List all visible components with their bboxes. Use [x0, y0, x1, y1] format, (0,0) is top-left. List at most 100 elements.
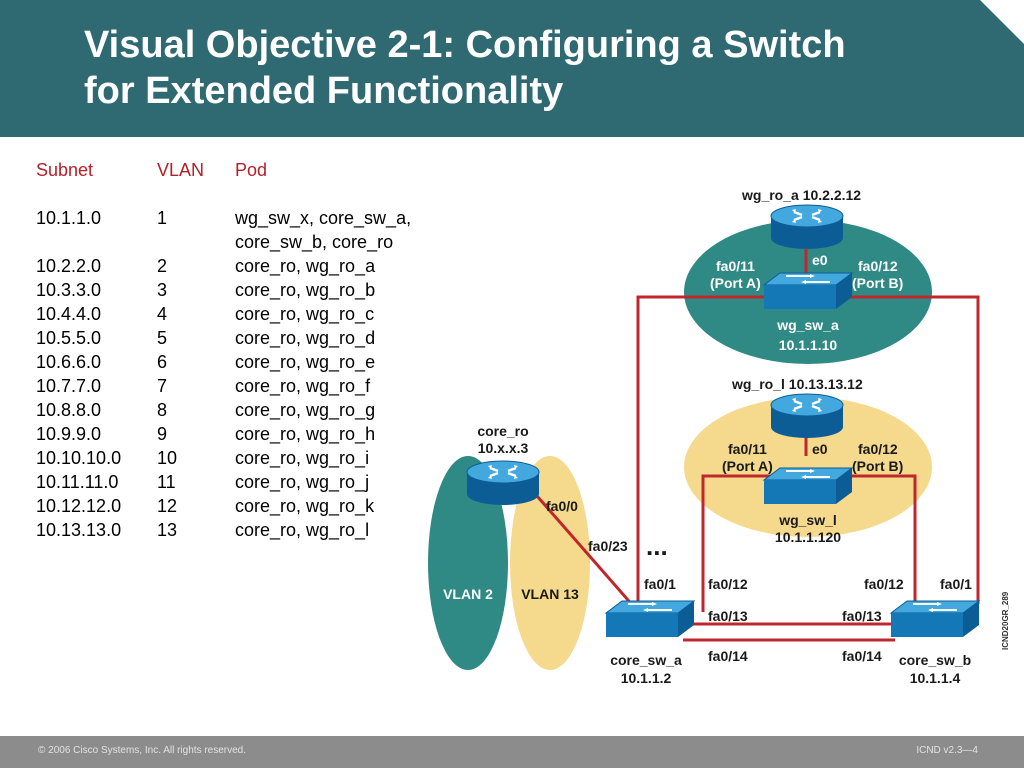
cell-vlan: 2	[157, 256, 168, 276]
cell-subnet: 10.7.7.0	[36, 376, 102, 396]
wg-sw-l-name: wg_sw_l	[778, 512, 837, 528]
link-wg-sw-l-porta	[701, 474, 770, 612]
network-diagram: wg_ro_a 10.2.2.12 wg_ro_l 10.13.13.12 e0…	[428, 187, 1010, 686]
cell-vlan: 6	[157, 352, 168, 372]
cell-pod: core_sw_b, core_ro	[235, 232, 394, 252]
core-sw-b-name: core_sw_b	[899, 652, 971, 668]
core-sw-a-fa014-label: fa0/14	[708, 648, 748, 664]
vlan2-zone	[428, 456, 508, 670]
cell-subnet: 10.1.1.0	[36, 208, 102, 228]
vlan13-zone	[510, 456, 590, 670]
wg-sw-l-fa011-label: fa0/11	[728, 441, 767, 457]
cell-pod: core_ro, wg_ro_j	[235, 472, 370, 492]
cell-pod: core_ro, wg_ro_h	[235, 424, 376, 444]
cell-vlan: 7	[157, 376, 168, 396]
cell-subnet: 10.4.4.0	[36, 304, 102, 324]
cell-pod: core_ro, wg_ro_a	[235, 256, 376, 276]
link-wg-sw-a-portb	[846, 295, 980, 604]
cell-vlan: 13	[157, 520, 178, 540]
cell-pod: core_ro, wg_ro_d	[235, 328, 376, 348]
title-line-1: Visual Objective 2-1: Configuring a Swit…	[84, 24, 846, 66]
link-core-ro-fa00	[528, 487, 637, 609]
vlan13-label: VLAN 13	[521, 586, 579, 602]
core-sw-a-name: core_sw_a	[610, 652, 682, 668]
page-corner	[980, 0, 1024, 44]
wg-sw-a-ip: 10.1.1.10	[779, 337, 838, 353]
core-sw-b-fa012-label: fa0/12	[864, 576, 904, 592]
cell-vlan: 3	[157, 280, 168, 300]
wg-ro-a-label: wg_ro_a 10.2.2.12	[741, 187, 861, 203]
cell-vlan: 5	[157, 328, 168, 348]
wg-sw-a-switch-icon	[763, 272, 853, 310]
copyright-text: © 2006 Cisco Systems, Inc. All rights re…	[38, 745, 247, 756]
cell-subnet: 10.11.11.0	[36, 472, 119, 492]
wg-sw-l-portb-label: (Port B)	[852, 458, 903, 474]
cell-vlan: 8	[157, 400, 168, 420]
core-sw-b-fa014-label: fa0/14	[842, 648, 882, 664]
cell-vlan: 9	[157, 424, 168, 444]
cell-vlan: 11	[157, 472, 176, 492]
fa023-label: fa0/23	[588, 538, 628, 554]
cell-subnet: 10.6.6.0	[36, 352, 102, 372]
link-wg-sw-l-portb	[846, 474, 917, 610]
wg-ro-a-e0-label: e0	[812, 252, 828, 268]
wg-sw-l-fa012-label: fa0/12	[858, 441, 898, 457]
core-ro-name: core_ro	[477, 423, 528, 439]
cell-pod: core_ro, wg_ro_l	[235, 520, 370, 540]
wg-ro-a-router-icon	[769, 203, 845, 251]
cell-subnet: 10.2.2.0	[36, 256, 102, 276]
wg-l-zone	[684, 397, 932, 537]
cell-pod: core_ro, wg_ro_e	[235, 352, 376, 372]
core-ro-router-icon	[465, 459, 541, 507]
header-vlan: VLAN	[157, 160, 205, 180]
core-ro-ip: 10.x.x.3	[478, 440, 529, 456]
cell-pod: core_ro, wg_ro_f	[235, 376, 371, 396]
header-pod: Pod	[235, 160, 268, 180]
slide-title: Visual Objective 2-1: Configuring a Swit…	[84, 22, 984, 114]
core-sw-a-fa013-label: fa0/13	[708, 608, 748, 624]
core-sw-b-fa013-label: fa0/13	[842, 608, 882, 624]
core-sw-a-fa01-label: fa0/1	[644, 576, 676, 592]
cell-subnet: 10.9.9.0	[36, 424, 102, 444]
wg-sw-a-fa012-label: fa0/12	[858, 258, 898, 274]
core-sw-b-fa01-label: fa0/1	[940, 576, 972, 592]
core-sw-b-ip: 10.1.1.4	[910, 670, 961, 686]
wg-sw-l-ip: 10.1.1.120	[775, 529, 841, 545]
page-number: ICND v2.3—4	[916, 745, 978, 756]
cell-vlan: 10	[157, 448, 178, 468]
ellipsis-label: ...	[646, 531, 668, 561]
cell-pod: core_ro, wg_ro_b	[235, 280, 376, 300]
core-ro-fa00-label: fa0/0	[546, 498, 578, 514]
cell-subnet: 10.8.8.0	[36, 400, 102, 420]
cell-subnet: 10.5.5.0	[36, 328, 102, 348]
cell-vlan: 12	[157, 496, 178, 516]
cell-vlan: 1	[157, 208, 168, 228]
wg-ro-l-label: wg_ro_l 10.13.13.12	[731, 376, 863, 392]
core-sw-a-fa012-label: fa0/12	[708, 576, 748, 592]
figure-id-label: ICND20GR_289	[1001, 591, 1010, 650]
cell-pod: core_ro, wg_ro_g	[235, 400, 376, 420]
header-subnet: Subnet	[36, 160, 94, 180]
cell-pod: core_ro, wg_ro_c	[235, 304, 375, 324]
wg-sw-l-switch-icon	[763, 467, 853, 505]
wg-ro-l-router-icon	[769, 392, 845, 440]
footer-bar: © 2006 Cisco Systems, Inc. All rights re…	[0, 736, 1024, 768]
vlan2-label: VLAN 2	[443, 586, 493, 602]
title-bar: Visual Objective 2-1: Configuring a Swit…	[0, 0, 1024, 137]
core-sw-b-switch-icon	[890, 600, 980, 638]
cell-subnet: 10.13.13.0	[36, 520, 122, 540]
wg-sw-a-name: wg_sw_a	[776, 317, 839, 333]
wg-sw-l-porta-label: (Port A)	[722, 458, 773, 474]
cell-vlan: 4	[157, 304, 168, 324]
wg-sw-a-porta-label: (Port A)	[710, 275, 761, 291]
cell-subnet: 10.10.10.0	[36, 448, 122, 468]
cell-subnet: 10.12.12.0	[36, 496, 122, 516]
cell-subnet: 10.3.3.0	[36, 280, 102, 300]
wg-sw-a-fa011-label: fa0/11	[716, 258, 755, 274]
title-line-2: for Extended Functionality	[84, 70, 564, 112]
core-sw-a-ip: 10.1.1.2	[621, 670, 672, 686]
wg-ro-l-e0-label: e0	[812, 441, 828, 457]
core-sw-a-switch-icon	[605, 600, 695, 638]
cell-pod: core_ro, wg_ro_k	[235, 496, 375, 516]
cell-pod: wg_sw_x, core_sw_a,	[235, 208, 412, 228]
